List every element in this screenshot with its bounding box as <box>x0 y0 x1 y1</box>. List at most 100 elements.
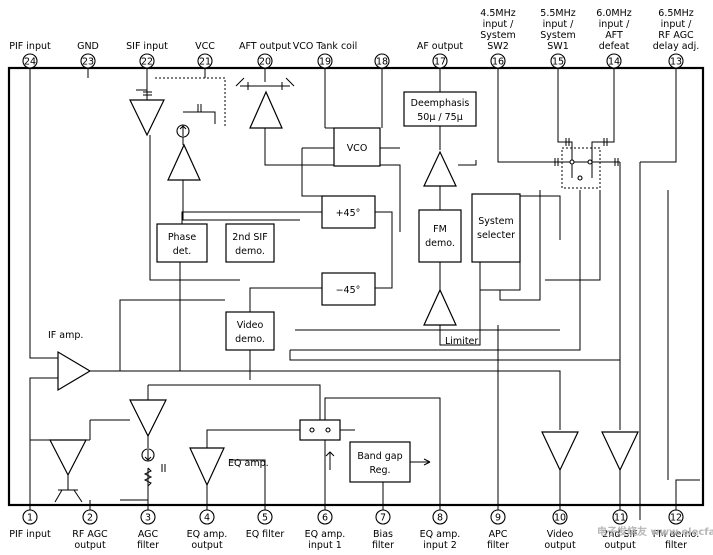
phase-det-label: Phase <box>168 232 197 243</box>
top-pin-label: VCO Tank coil <box>293 41 358 52</box>
video-buffer-symbol <box>541 431 579 472</box>
top-pin-label: input / <box>483 19 514 30</box>
minus45-label: −45° <box>336 285 361 296</box>
system-selecter-label: System <box>478 216 513 227</box>
bottom-pin-label: PIF input <box>9 529 51 540</box>
bottom-pin-label: FM demo. <box>653 529 699 540</box>
bottom-pin-label: EQ filter <box>246 529 285 540</box>
minus45-block: −45° <box>321 272 376 306</box>
aft-amp-symbol <box>249 90 283 129</box>
top-pin-number: 15 <box>552 57 564 68</box>
top-pin-label: AFT output <box>239 41 291 52</box>
top-pin-18: 18 <box>374 53 390 69</box>
switch-block <box>299 419 341 441</box>
video-demo-block: Video demo. <box>225 311 275 351</box>
bottom-pin-number: 6 <box>322 513 328 524</box>
top-pin-23: 23 GND <box>77 41 99 69</box>
bottom-pin-label: EQ amp. <box>187 529 228 540</box>
bottom-pin-6: 6 EQ amp.input 1 <box>305 505 346 551</box>
bottom-pin-label: EQ amp. <box>420 529 461 540</box>
top-pin-label: 6.5MHz <box>658 8 693 19</box>
top-pin-number: 17 <box>434 57 446 68</box>
top-pin-number: 13 <box>670 57 682 68</box>
top-pin-label: GND <box>77 41 99 52</box>
bottom-pin-label: EQ amp. <box>305 529 346 540</box>
bottom-pin-label: RF AGC <box>72 529 108 540</box>
bottom-pin-label: filter <box>487 540 509 551</box>
bottom-pin-label: output <box>544 540 576 551</box>
sif-demo-block: 2nd SIF demo. <box>225 223 275 263</box>
eq-amp-label: EQ amp. <box>228 458 269 469</box>
deemphasis-value: 50μ / 75μ <box>417 112 463 123</box>
top-pin-label: 4.5MHz <box>480 8 515 19</box>
bottom-pin-number: 3 <box>145 513 151 524</box>
if-amp-label: IF amp. <box>48 330 83 341</box>
system-selecter-block: System selecter <box>471 193 521 263</box>
transistor-icon <box>54 475 83 503</box>
bottom-pin-label: AGC <box>138 529 159 540</box>
top-pin-label: RF AGC <box>658 30 694 41</box>
fm-demo-label-2: demo. <box>425 238 455 249</box>
top-pin-label: delay adj. <box>653 41 700 52</box>
af-amp-symbol <box>423 150 457 187</box>
video-demo-label: Video <box>237 320 264 331</box>
limiter-symbol <box>423 288 457 326</box>
top-pin-label: input / <box>661 19 692 30</box>
bottom-pin-number: 9 <box>495 513 501 524</box>
bottom-pin-5: 5 EQ filter <box>246 505 285 540</box>
top-pin-number: 23 <box>82 57 94 68</box>
bottom-pin-number: 11 <box>614 513 626 524</box>
band-gap-block: Band gap Reg. <box>349 441 411 483</box>
top-pin-label: SW2 <box>487 41 508 52</box>
plus45-label: +45° <box>336 208 361 219</box>
top-pin-label: 6.0MHz <box>596 8 631 19</box>
chip-outline <box>7 66 705 507</box>
limiter-label: Limiter <box>445 336 478 347</box>
bottom-pin-label: input 2 <box>423 540 457 551</box>
bottom-pin-number: 2 <box>87 513 93 524</box>
watermark: 电子发烧友 www.elecfans.com <box>597 525 713 538</box>
bottom-pin-number: 5 <box>262 513 268 524</box>
top-pin-label: SW1 <box>547 41 568 52</box>
bottom-pin-number: 12 <box>670 513 682 524</box>
bottom-pin-8: 8EQ amp.input 2 <box>420 505 461 551</box>
resistor-icon <box>143 467 153 487</box>
top-pin-label: 5.5MHz <box>540 8 575 19</box>
bottom-pin-label: filter <box>137 540 159 551</box>
deemphasis-label: Deemphasis <box>411 98 470 109</box>
aft-transistor-pair <box>235 77 295 90</box>
bottom-pin-label: Video <box>547 529 574 540</box>
bottom-pin-4: 4EQ amp.output <box>187 505 228 551</box>
bottom-pin-label: filter <box>372 540 394 551</box>
eq-amp-symbol <box>189 447 225 487</box>
top-pin-label: PIF input <box>9 41 51 52</box>
sif-buffer-symbol <box>601 431 639 472</box>
agc-filter-amp-symbol <box>129 399 167 438</box>
bottom-pin-label: output <box>604 540 636 551</box>
wiring <box>29 68 700 520</box>
vco-label: VCO <box>347 143 368 154</box>
agc-amp-symbol <box>167 143 201 181</box>
bottom-pin-label: APC <box>489 529 508 540</box>
top-pin-number: 21 <box>199 57 211 68</box>
top-pin-number: 18 <box>376 57 388 68</box>
bottom-pin-label: input 1 <box>308 540 342 551</box>
capacitor-icons <box>143 91 619 472</box>
phase-det-label-2: det. <box>173 246 192 257</box>
band-gap-label-2: Reg. <box>369 465 390 476</box>
